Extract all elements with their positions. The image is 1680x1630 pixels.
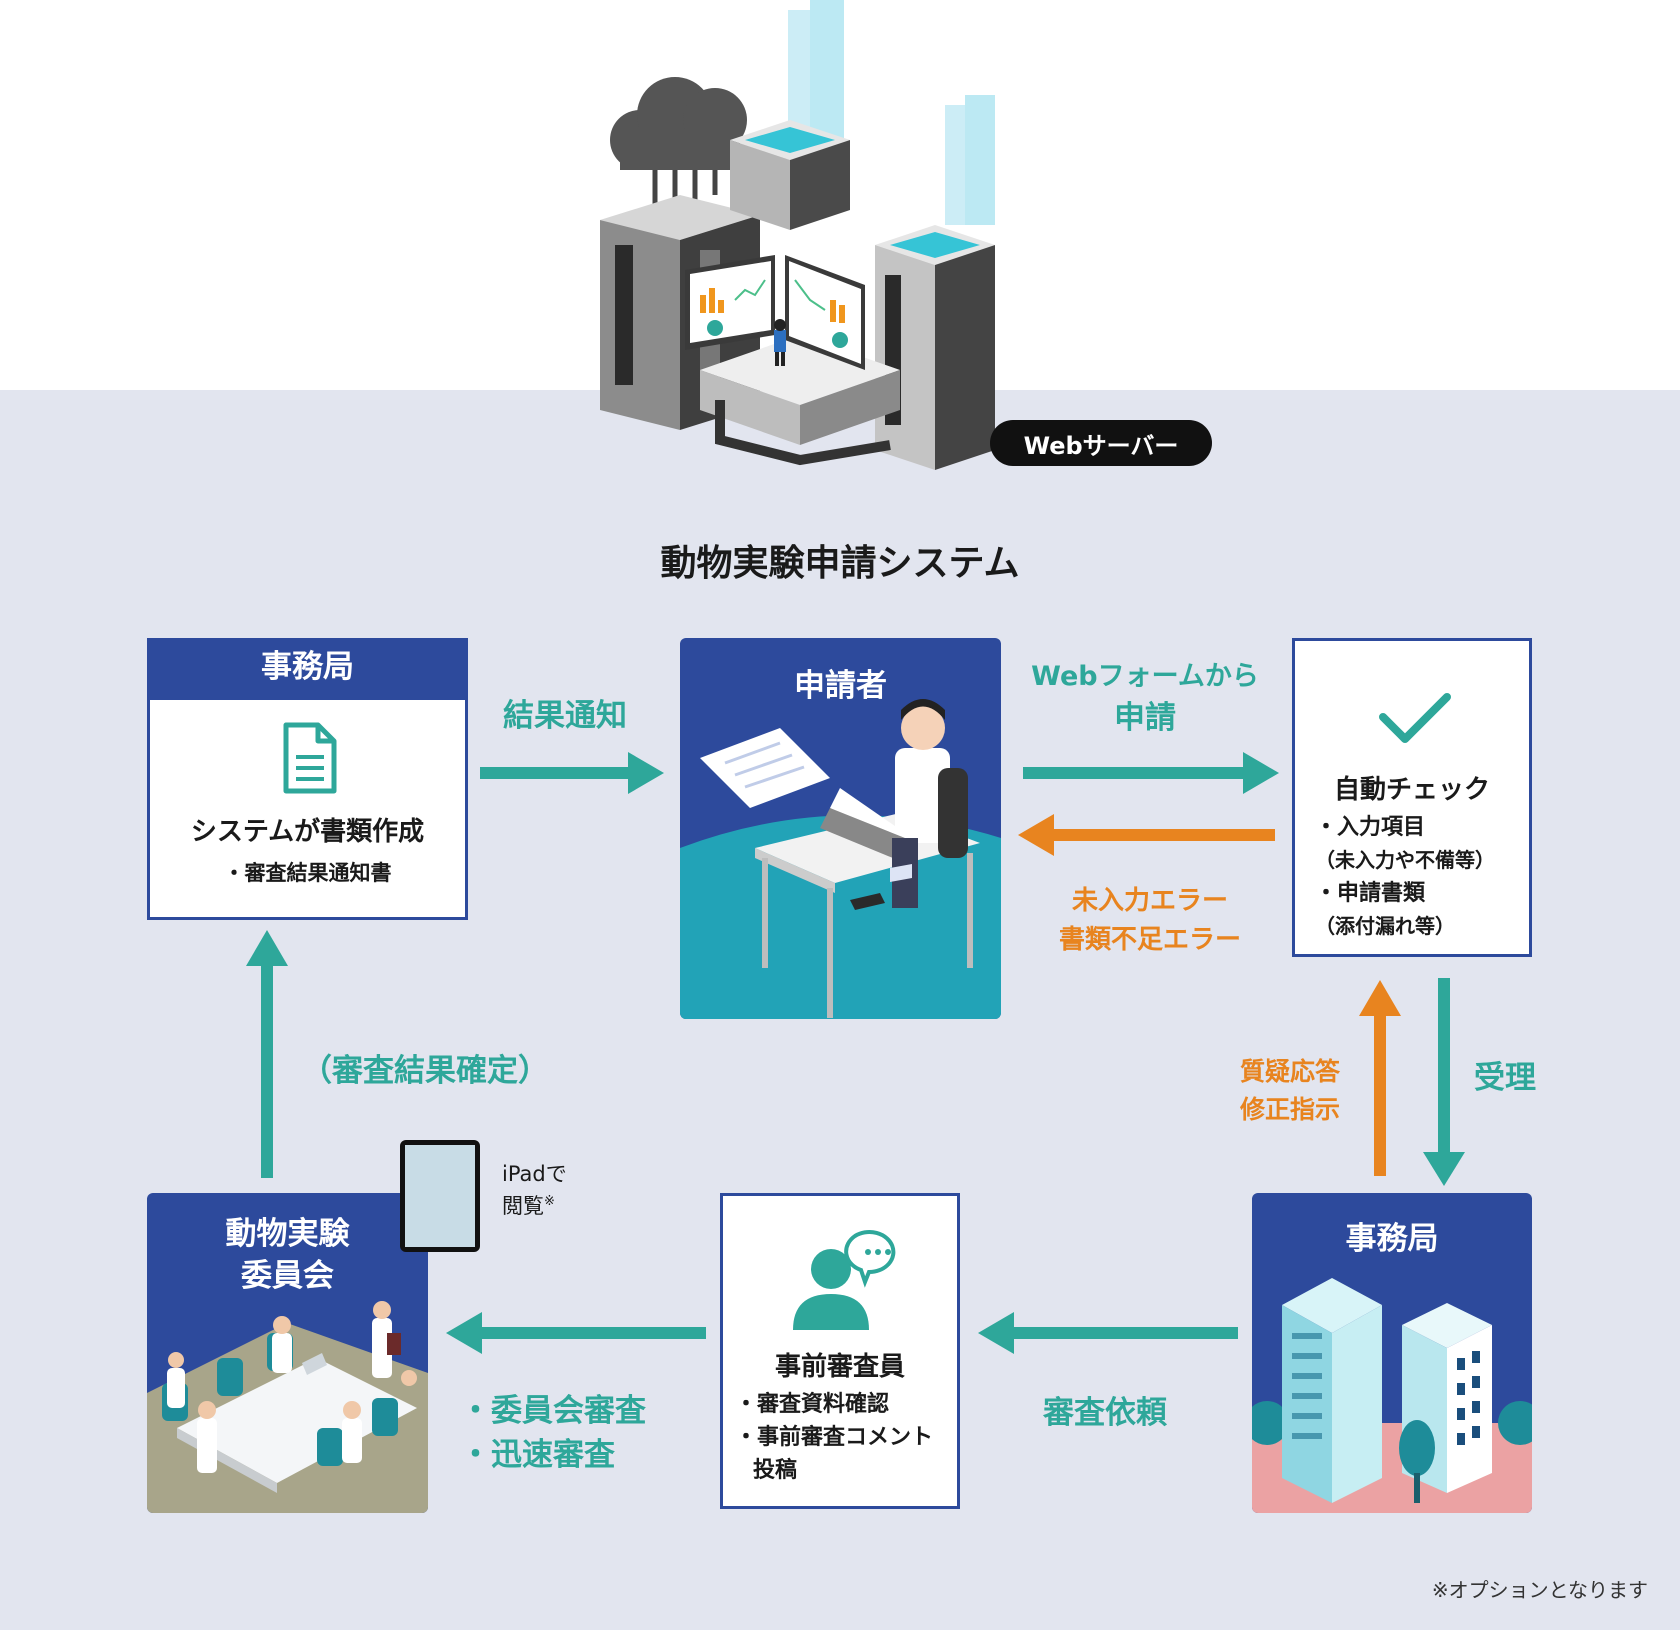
ipad-note-line2: 閲覧 <box>502 1194 544 1218</box>
office-bottom-header: 事務局 <box>1345 1221 1439 1257</box>
submit-arrow <box>1023 752 1279 794</box>
committee-box: 動物実験 委員会 <box>147 1193 428 1513</box>
ipad-icon <box>400 1140 480 1252</box>
applicant-illustration <box>680 699 1001 1019</box>
review-confirmed-label: （審査結果確定） <box>301 1053 549 1089</box>
web-server-illustration <box>600 0 995 470</box>
pre-reviewer-item: ・審査資料確認 <box>735 1392 890 1417</box>
committee-review-label-line1: ・委員会審査 <box>460 1393 646 1429</box>
committee-review-arrow <box>446 1312 706 1354</box>
result-confirmed-arrow <box>246 930 288 1178</box>
checkmark-icon <box>1379 693 1451 743</box>
accept-label: 受理 <box>1474 1060 1536 1096</box>
web-form-label-line2: 申請 <box>1114 700 1176 736</box>
ipad-note-line1: iPadで <box>502 1162 567 1186</box>
error-label-line2: 書類不足エラー <box>1058 925 1241 955</box>
committee-meeting-illustration <box>147 1301 428 1513</box>
web-server-label: Webサーバー <box>990 420 1212 466</box>
committee-header-line2: 委員会 <box>241 1258 334 1294</box>
applicant-box: 申請者 <box>680 638 1001 1019</box>
error-label-line1: 未入力エラー <box>1071 886 1228 916</box>
ipad-note-line2-wrap: 閲覧※ <box>502 1188 567 1220</box>
web-form-label-line1: Webフォームから <box>1031 661 1259 692</box>
office-document-box: 事務局 システムが書類作成 ・審査結果通知書 <box>147 638 468 920</box>
pre-reviewer-item: 投稿 <box>753 1458 798 1483</box>
pre-reviewer-heading: 事前審査員 <box>774 1352 905 1382</box>
qa-label-line2: 修正指示 <box>1239 1095 1340 1124</box>
office-building-illustration <box>1252 1278 1532 1513</box>
auto-check-list: ・入力項目 （未入力や不備等） ・申請書類 （添付漏れ等） <box>1315 811 1525 943</box>
auto-check-box: 自動チェック ・入力項目 （未入力や不備等） ・申請書類 （添付漏れ等） <box>1292 638 1532 957</box>
qa-arrow <box>1359 980 1401 1176</box>
accept-arrow <box>1423 978 1465 1186</box>
office-building-box: 事務局 <box>1252 1193 1532 1513</box>
document-icon <box>283 722 337 794</box>
pre-reviewer-list: ・審査資料確認 ・事前審査コメント 投稿 <box>735 1388 955 1487</box>
ipad-note: iPadで 閲覧※ <box>502 1160 567 1220</box>
auto-check-item: ・入力項目 <box>1315 815 1426 840</box>
reviewer-person-icon <box>793 1230 896 1330</box>
office-item: ・審査結果通知書 <box>223 861 392 885</box>
pre-reviewer-item: ・事前審査コメント <box>735 1425 934 1450</box>
system-title: 動物実験申請システム <box>660 543 1020 584</box>
committee-review-label-line2: ・迅速審査 <box>460 1437 615 1473</box>
pre-reviewer-box: 事前審査員 ・審査資料確認 ・事前審査コメント 投稿 <box>720 1193 960 1509</box>
footnote: ※オプションとなります <box>1431 1578 1648 1602</box>
auto-check-item: （未入力や不備等） <box>1315 848 1495 872</box>
review-request-arrow <box>978 1312 1238 1354</box>
office-heading: システムが書類作成 <box>190 817 425 847</box>
qa-label-line1: 質疑応答 <box>1239 1057 1340 1086</box>
auto-check-item: （添付漏れ等） <box>1315 914 1455 938</box>
ipad-note-mark: ※ <box>544 1194 555 1209</box>
result-notice-arrow <box>480 752 664 794</box>
error-return-arrow <box>1018 814 1275 856</box>
applicant-header: 申請者 <box>794 668 887 704</box>
committee-header-line1: 動物実験 <box>225 1216 350 1252</box>
auto-check-item: ・申請書類 <box>1315 881 1426 906</box>
auto-check-heading: 自動チェック <box>1333 775 1490 805</box>
result-notice-label: 結果通知 <box>503 698 627 734</box>
office-header: 事務局 <box>147 638 468 700</box>
review-request-label: 審査依頼 <box>1043 1395 1167 1431</box>
